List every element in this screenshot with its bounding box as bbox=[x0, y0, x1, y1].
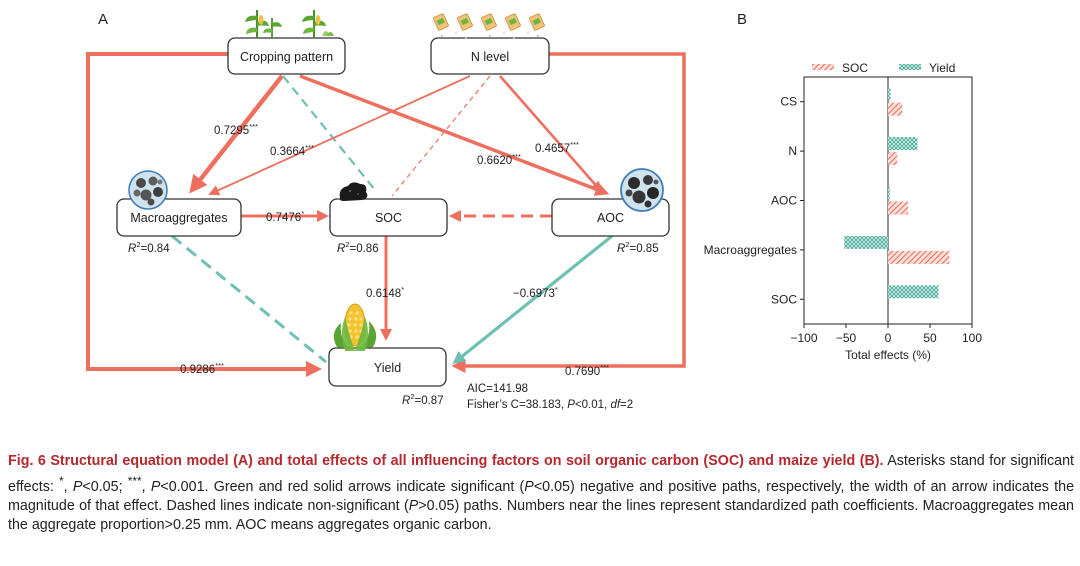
node-n-level-label: N level bbox=[471, 50, 509, 64]
model-fisher-c: Fisher’s C=38.183, P<0.01, df=2 bbox=[467, 399, 633, 411]
r2-soc: R2=0.86 bbox=[337, 240, 379, 255]
bar-soc bbox=[888, 201, 909, 215]
r2-yield: R2=0.87 bbox=[402, 392, 444, 407]
caption-text-4: , bbox=[141, 478, 151, 495]
chart-x-axis-label: Total effects (%) bbox=[845, 348, 931, 362]
x-tick-label: 0 bbox=[885, 331, 892, 345]
caption-text-7: >0.05) paths. Numbers near the lines rep… bbox=[8, 497, 1074, 534]
caption-text-1: Asterisks stand for significant effects: bbox=[8, 453, 1075, 495]
bar-soc bbox=[888, 152, 898, 166]
caption-p-4: P bbox=[408, 497, 419, 514]
x-tick-label: −50 bbox=[836, 331, 857, 345]
y-tick-label: SOC bbox=[771, 292, 797, 306]
path-cropping-to-aoc bbox=[299, 74, 610, 196]
panel-a-letter: A bbox=[98, 11, 108, 28]
panel-b-letter: B bbox=[737, 11, 747, 28]
path-macro-to-yield-ns bbox=[171, 234, 327, 364]
caption-text-2: , bbox=[63, 478, 73, 495]
fertilizer-bags-icon bbox=[433, 13, 545, 39]
node-soc-label: SOC bbox=[375, 211, 402, 225]
coef-macro-soc: 0.7476* bbox=[266, 209, 304, 224]
y-tick-label: N bbox=[788, 144, 797, 158]
caption-title: Fig. 6 Structural equation model (A) and… bbox=[8, 453, 884, 469]
path-nlevel-to-aoc bbox=[499, 75, 602, 192]
legend-swatch-soc bbox=[812, 64, 834, 70]
coef-crop-aoc: 0.6620*** bbox=[477, 152, 521, 167]
legend-swatch-yield bbox=[899, 64, 921, 70]
path-cropping-to-macro bbox=[189, 74, 284, 194]
node-aoc-label: AOC bbox=[597, 211, 624, 225]
x-tick-label: 100 bbox=[962, 331, 982, 345]
node-cropping-pattern-label: Cropping pattern bbox=[240, 50, 333, 64]
y-tick-label: AOC bbox=[771, 194, 797, 208]
soc-carbon-icon bbox=[339, 182, 368, 201]
figure-caption: Fig. 6 Structural equation model (A) and… bbox=[8, 452, 1074, 536]
coef-soc-yield: 0.6148* bbox=[366, 285, 404, 300]
path-cropping-to-yield bbox=[86, 52, 322, 377]
coef-crop-yield: 0.9286*** bbox=[180, 361, 224, 376]
model-aic: AIC=141.98 bbox=[467, 383, 528, 395]
legend-label-yield: Yield bbox=[929, 61, 955, 75]
y-tick-label: CS bbox=[780, 95, 797, 109]
path-nlevel-to-soc-ns bbox=[391, 75, 491, 197]
node-yield-label: Yield bbox=[374, 361, 401, 375]
node-n-level bbox=[430, 37, 550, 75]
node-cropping-pattern bbox=[227, 37, 346, 75]
bar-soc bbox=[888, 102, 903, 116]
caption-p-2: P bbox=[150, 478, 161, 495]
r2-aoc: R2=0.85 bbox=[617, 240, 659, 255]
r2-macro: R2=0.84 bbox=[128, 240, 170, 255]
aoc-aggregate-icon bbox=[620, 168, 664, 212]
path-cropping-to-soc-ns bbox=[282, 75, 376, 191]
caption-text-6: <0.05) negative and positive paths, resp… bbox=[8, 478, 1075, 514]
bar-yield bbox=[888, 186, 890, 200]
legend-label-soc: SOC bbox=[842, 61, 868, 75]
bar-yield bbox=[888, 137, 918, 151]
figure-6: A Cropping pattern N level Macroaggregat… bbox=[86, 10, 982, 411]
coef-aoc-yield: −0.6973* bbox=[513, 285, 558, 300]
x-tick-label: −100 bbox=[790, 331, 817, 345]
caption-text-3: <0.05; bbox=[82, 478, 128, 495]
macroaggregate-sphere-icon bbox=[128, 170, 168, 210]
node-macroaggregates-label: Macroaggregates bbox=[130, 211, 227, 225]
caption-text-5: <0.001. Green and red solid arrows indic… bbox=[160, 478, 525, 495]
path-nlevel-to-yield bbox=[451, 52, 686, 373]
bar-yield bbox=[888, 285, 939, 299]
maize-plants-icon bbox=[245, 10, 334, 38]
caption-p-1: P bbox=[72, 478, 83, 495]
x-tick-label: 50 bbox=[923, 331, 937, 345]
bar-soc bbox=[888, 250, 950, 264]
node-soc bbox=[329, 198, 448, 237]
caption-p-3: P bbox=[524, 478, 534, 495]
caption-star-3: *** bbox=[127, 473, 142, 488]
caption-star-1: * bbox=[59, 473, 64, 488]
y-tick-label: Macroaggregates bbox=[704, 243, 797, 257]
path-aoc-to-yield bbox=[452, 234, 614, 365]
path-nlevel-to-macro bbox=[208, 75, 471, 196]
figure-svg: A Cropping pattern N level Macroaggregat… bbox=[86, 10, 982, 411]
maize-cob-icon bbox=[333, 303, 377, 351]
coef-n-aoc: 0.4657*** bbox=[535, 140, 579, 155]
coef-n-yield: 0.7690*** bbox=[565, 363, 609, 378]
bar-yield bbox=[888, 87, 891, 101]
coef-crop-macro: 0.7295*** bbox=[214, 122, 258, 137]
node-yield bbox=[328, 347, 447, 387]
bar-yield bbox=[844, 235, 888, 249]
chart-legend: SOC Yield bbox=[812, 61, 955, 75]
coef-n-macro: 0.3664*** bbox=[270, 143, 314, 158]
